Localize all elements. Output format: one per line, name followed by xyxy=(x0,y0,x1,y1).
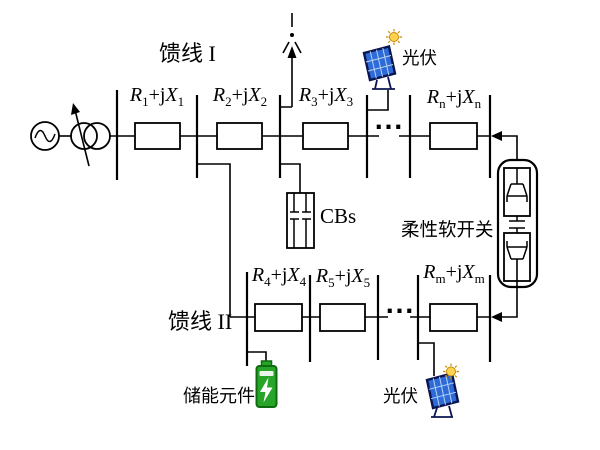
impedance-label-1: R1+jX1 xyxy=(129,84,185,109)
pv-top-stand xyxy=(372,76,395,90)
pv-top-grid xyxy=(365,47,394,79)
impedance-label-4: R4+jX4 xyxy=(251,264,307,289)
impedance-box-4 xyxy=(254,303,303,332)
feeder1-ellipsis: ··· xyxy=(374,115,404,141)
sine-wave xyxy=(34,129,56,143)
ac-source-icon xyxy=(30,121,60,151)
impedance-box-1 xyxy=(134,122,181,150)
battery-band xyxy=(259,371,274,376)
impedance-box-3 xyxy=(302,122,349,150)
feeder1-bus-bars xyxy=(115,90,492,180)
up-arrow-head xyxy=(287,46,297,58)
pv-bottom-stand xyxy=(431,405,453,418)
pv-bottom-icon xyxy=(418,342,460,418)
tap-arrow-head xyxy=(71,103,80,115)
feeder2-ellipsis: ··· xyxy=(385,299,415,325)
pv-top-icon xyxy=(362,29,402,111)
cbs-box xyxy=(286,192,315,249)
feeder2-drop-wire xyxy=(197,163,231,317)
impedance-box-2 xyxy=(216,122,263,150)
cbs-wire xyxy=(280,163,301,193)
igbt-top-icon xyxy=(506,168,528,202)
sop-bottom-arrow-head xyxy=(491,312,502,322)
impedance-label-3: R3+jX3 xyxy=(298,84,354,109)
sop-label: 柔性软开关 xyxy=(401,221,494,241)
feeder1 xyxy=(110,90,492,180)
pv-top-label: 光伏 xyxy=(402,48,437,68)
feeder2-bus-bars xyxy=(245,272,492,366)
break-slants xyxy=(282,41,302,54)
sun-bottom-icon xyxy=(443,363,459,380)
lightning-bolt-icon xyxy=(260,377,273,403)
impedance-box-5 xyxy=(319,303,366,332)
sun-top-icon xyxy=(386,29,402,45)
feeder2 xyxy=(197,163,492,366)
sop-bottom-wire xyxy=(501,259,518,318)
impedance-label-5: R5+jX5 xyxy=(315,265,371,290)
pv-top-wire xyxy=(367,90,389,111)
dc-link-icon xyxy=(509,216,525,233)
impedance-label-2: R2+jX2 xyxy=(212,84,268,109)
other-feeder-arrow xyxy=(280,13,302,108)
battery-wire xyxy=(247,351,267,362)
transformer-icon xyxy=(59,103,111,167)
igbt-bottom-icon xyxy=(506,241,528,260)
impedance-label-m: Rm+jXm xyxy=(423,261,485,286)
feeder1-label: 馈线 I xyxy=(159,41,216,66)
pv-bottom-grid xyxy=(428,374,457,407)
feeder2-label: 馈线 II xyxy=(168,309,233,334)
sop-top-wire xyxy=(501,135,518,161)
sop-top-arrow-head xyxy=(491,131,502,141)
impedance-box-n xyxy=(429,122,478,150)
battery-icon xyxy=(247,351,278,408)
storage-label: 储能元件 xyxy=(183,386,255,406)
capacitor-right-icon xyxy=(302,193,311,248)
impedance-label-n: Rn+jXn xyxy=(426,86,482,111)
pv-bottom-label: 光伏 xyxy=(383,386,418,406)
sop xyxy=(491,131,539,322)
capacitor-left-icon xyxy=(290,193,299,248)
break-dot xyxy=(290,33,294,37)
impedance-box-m xyxy=(429,303,478,332)
tap-changer-arrow xyxy=(74,109,90,167)
cbs-label: CBs xyxy=(320,204,357,228)
pv-bottom-wire xyxy=(418,342,435,376)
cbs-bank xyxy=(280,163,315,249)
